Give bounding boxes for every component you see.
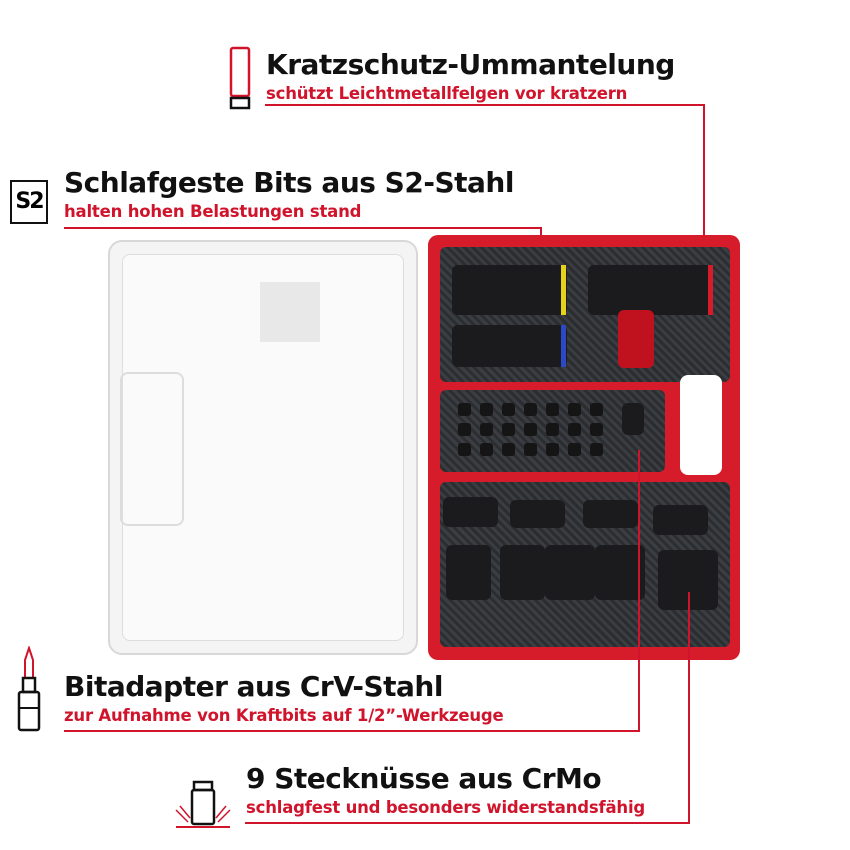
- bit: [502, 443, 515, 456]
- callout-line: [245, 822, 690, 824]
- feature-title-bits: Schlafgeste Bits aus S2-Stahl: [64, 166, 514, 199]
- callout-line: [64, 730, 640, 732]
- bit: [480, 423, 493, 436]
- callout-line: [688, 592, 690, 824]
- bit: [590, 403, 603, 416]
- feature-subtitle-bitadapter: zur Aufnahme von Kraftbits auf 1/2”-Werk…: [64, 706, 504, 725]
- callout-line: [265, 104, 705, 106]
- bit: [502, 423, 515, 436]
- bit: [458, 443, 471, 456]
- bit: [568, 443, 581, 456]
- bit: [568, 423, 581, 436]
- s2-badge-icon: S2: [10, 180, 48, 224]
- bit: [524, 443, 537, 456]
- feature-title-stecknuesse: 9 Stecknüsse aus CrMo: [246, 762, 602, 795]
- case-tray: [428, 235, 740, 660]
- bit: [502, 403, 515, 416]
- socket-sleeve-icon: [229, 46, 251, 110]
- bit: [458, 423, 471, 436]
- callout-line: [638, 450, 640, 732]
- bit: [546, 403, 559, 416]
- bit: [546, 423, 559, 436]
- bit: [480, 403, 493, 416]
- bit-adapter-icon: [17, 646, 41, 732]
- bit: [546, 443, 559, 456]
- bit: [568, 403, 581, 416]
- impact-socket-icon: [175, 780, 231, 828]
- bit: [590, 423, 603, 436]
- feature-title-kratzschutz: Kratzschutz-Ummantelung: [266, 48, 675, 81]
- feature-title-bitadapter: Bitadapter aus CrV-Stahl: [64, 670, 443, 703]
- callout-line: [703, 104, 705, 276]
- bit: [524, 423, 537, 436]
- feature-subtitle-kratzschutz: schützt Leichtmetallfelgen vor kratzern: [266, 84, 628, 103]
- bit: [524, 403, 537, 416]
- feature-subtitle-bits: halten hohen Belastungen stand: [64, 202, 362, 221]
- callout-line: [64, 227, 542, 229]
- bit: [458, 403, 471, 416]
- feature-subtitle-stecknuesse: schlagfest und besonders widerstandsfähi…: [246, 798, 646, 817]
- case-lid: [108, 240, 418, 655]
- bit: [590, 443, 603, 456]
- bit: [480, 443, 493, 456]
